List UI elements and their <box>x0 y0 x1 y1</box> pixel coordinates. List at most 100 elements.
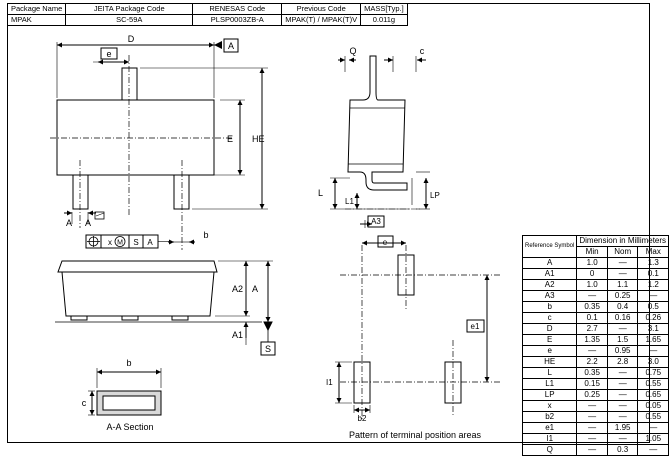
dim-cell-max: 0.05 <box>637 400 669 412</box>
dim-cell-sym: Q <box>521 444 578 456</box>
dim-cell-sym: LP <box>521 389 578 401</box>
datum-a-box <box>223 38 239 53</box>
label-A2: A2 <box>232 284 243 294</box>
dim-cell-max: 0.1 <box>637 268 669 280</box>
dim-cell-sym: c <box>521 312 578 324</box>
dim-col-min: Min <box>576 246 608 258</box>
dim-cell-nom: — <box>606 367 639 379</box>
dim-row: x——0.05 <box>521 400 669 412</box>
top-lead-1 <box>121 67 138 101</box>
dim-e-box <box>100 47 118 60</box>
dim-cell-sym: I1 <box>521 433 578 445</box>
dim-cell-max: 0.75 <box>637 367 669 379</box>
label-c: c <box>420 46 425 56</box>
dim-a3-box <box>367 215 385 228</box>
dim-cell-max: — <box>637 422 669 434</box>
dim-cell-max: — <box>637 345 669 357</box>
side-body <box>347 55 408 191</box>
label-HE: HE <box>252 134 265 144</box>
datum-s-box <box>260 341 276 356</box>
dim-cell-min: — <box>576 433 608 445</box>
dim-cell-max: 1.3 <box>637 257 669 269</box>
label-datum-a: A <box>228 41 234 51</box>
dim-cell-min: 1.0 <box>576 279 608 291</box>
dim-row: A3—0.25— <box>521 290 669 302</box>
dim-cell-min: 0.25 <box>576 389 608 401</box>
dim-cell-min: — <box>576 422 608 434</box>
label-A3: A3 <box>371 217 381 226</box>
dim-col-max: Max <box>637 246 669 258</box>
side-view <box>330 55 430 228</box>
dim-cell-nom: — <box>606 411 639 423</box>
dim-cell-nom: — <box>606 433 639 445</box>
dim-cell-nom: — <box>606 378 639 390</box>
header-val-previous: MPAK(T) / MPAK(T)V <box>281 14 362 26</box>
dim-cell-sym: D <box>521 323 578 335</box>
label-b: b <box>203 230 208 240</box>
label-A-side: A <box>252 284 258 294</box>
header-value-row: MPAK SC-59A PLSP0003ZB-A MPAK(T) / MPAK(… <box>6 14 408 26</box>
dim-cell-nom: — <box>606 257 639 269</box>
dim-cell-sym: x <box>521 400 578 412</box>
dim-col-nom: Nom <box>606 246 639 258</box>
dim-cell-sym: e1 <box>521 422 578 434</box>
dim-cell-nom: 1.1 <box>606 279 639 291</box>
dim-cell-sym: L <box>521 367 578 379</box>
dim-cell-min: 0.35 <box>576 367 608 379</box>
dim-cell-min: 0.1 <box>576 312 608 324</box>
dim-cell-max: 1.05 <box>637 433 669 445</box>
dim-cell-sym: b2 <box>521 411 578 423</box>
label-L: L <box>318 188 323 198</box>
dim-ref-header: Reference Symbol <box>521 235 578 258</box>
feature-control-frame <box>85 234 195 249</box>
dim-cell-min: 2.7 <box>576 323 608 335</box>
dim-cell-min: 0 <box>576 268 608 280</box>
dim-cell-nom: 1.5 <box>606 334 639 346</box>
header-val-package-name: MPAK <box>6 14 67 26</box>
dim-cell-min: 0.35 <box>576 301 608 313</box>
terminal-pattern-caption: Pattern of terminal position areas <box>349 430 482 440</box>
label-a-left: A <box>66 218 72 228</box>
fcf-s: S <box>133 238 138 247</box>
label-L1: L1 <box>345 197 354 206</box>
dim-cell-nom: — <box>606 400 639 412</box>
dim-cell-sym: HE <box>521 356 578 368</box>
dim-cell-nom: 1.95 <box>606 422 639 434</box>
fcf-a: A <box>147 238 153 247</box>
dim-cell-nom: 0.95 <box>606 345 639 357</box>
terminal-pattern <box>335 240 500 420</box>
dim-cell-max: 0.65 <box>637 389 669 401</box>
header-val-mass: 0.011g <box>360 14 408 26</box>
dim-cell-sym: A <box>521 257 578 269</box>
dim-cell-nom: 0.4 <box>606 301 639 313</box>
dim-cell-sym: e <box>521 345 578 357</box>
dim-mm-header: Dimension in Millimeters <box>576 235 669 247</box>
label-datum-s: S <box>265 344 271 354</box>
dim-cell-max: 0.55 <box>637 378 669 390</box>
label-e1: e1 <box>471 322 480 331</box>
dim-cell-sym: b <box>521 301 578 313</box>
dim-e1-box <box>466 319 485 333</box>
dim-cell-nom: — <box>606 323 639 335</box>
dim-row: e1—1.95— <box>521 422 669 434</box>
dim-cell-nom: — <box>606 389 639 401</box>
dim-row: Q—0.3— <box>521 444 669 456</box>
dim-row: b2——0.55 <box>521 411 669 423</box>
dim-cell-min: 1.0 <box>576 257 608 269</box>
label-d: D <box>128 34 135 44</box>
dim-cell-nom: 0.3 <box>606 444 639 456</box>
top-lead-3 <box>173 174 190 210</box>
dim-row: e—0.95— <box>521 345 669 357</box>
dim-cell-min: — <box>576 411 608 423</box>
label-E: E <box>227 134 233 144</box>
label-LP: LP <box>430 191 440 200</box>
label-A1: A1 <box>232 330 243 340</box>
dimension-table: Reference Symbol Dimension in Millimeter… <box>521 235 669 456</box>
front-body <box>57 260 218 317</box>
